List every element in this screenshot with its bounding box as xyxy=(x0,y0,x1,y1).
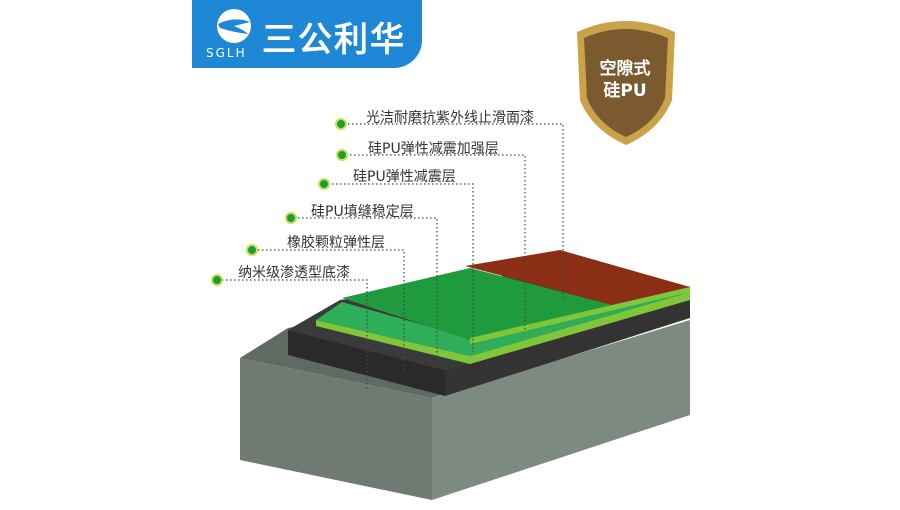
layer-label-fill: 硅PU填缝稳定层 xyxy=(311,204,414,220)
shield-badge-icon xyxy=(577,21,675,145)
badge-line1: 空隙式 xyxy=(599,59,651,79)
layer-label-primer: 纳米级渗透型底漆 xyxy=(238,265,350,281)
concrete-base-front xyxy=(240,358,432,500)
brand-logo: SGLH 三公利华 xyxy=(192,0,422,68)
fill-layer xyxy=(316,292,690,364)
layer-label-elastic: 硅PU弹性减震层 xyxy=(353,169,456,185)
logo-emblem-icon xyxy=(217,9,251,43)
leader-lines xyxy=(218,123,564,390)
topcoat-layer xyxy=(465,250,690,305)
concrete-base-side xyxy=(432,320,690,500)
rubber-layer-side xyxy=(445,298,690,396)
layer-label-reinforcement: 硅PU弹性减震加强层 xyxy=(368,141,499,157)
bullet-dots xyxy=(211,118,348,286)
badge-line2: 硅PU xyxy=(603,81,647,101)
brand-abbr: SGLH xyxy=(206,46,247,60)
brand-name: 三公利华 xyxy=(262,20,406,60)
badge-text: 空隙式 硅PU xyxy=(590,58,660,102)
layer-label-rubber: 橡胶颗粒弹性层 xyxy=(287,235,385,251)
layer-label-topcoat: 光洁耐磨抗紫外线止滑面漆 xyxy=(366,110,534,126)
fill-layer-top xyxy=(316,286,690,356)
elastic-layer xyxy=(342,268,612,340)
